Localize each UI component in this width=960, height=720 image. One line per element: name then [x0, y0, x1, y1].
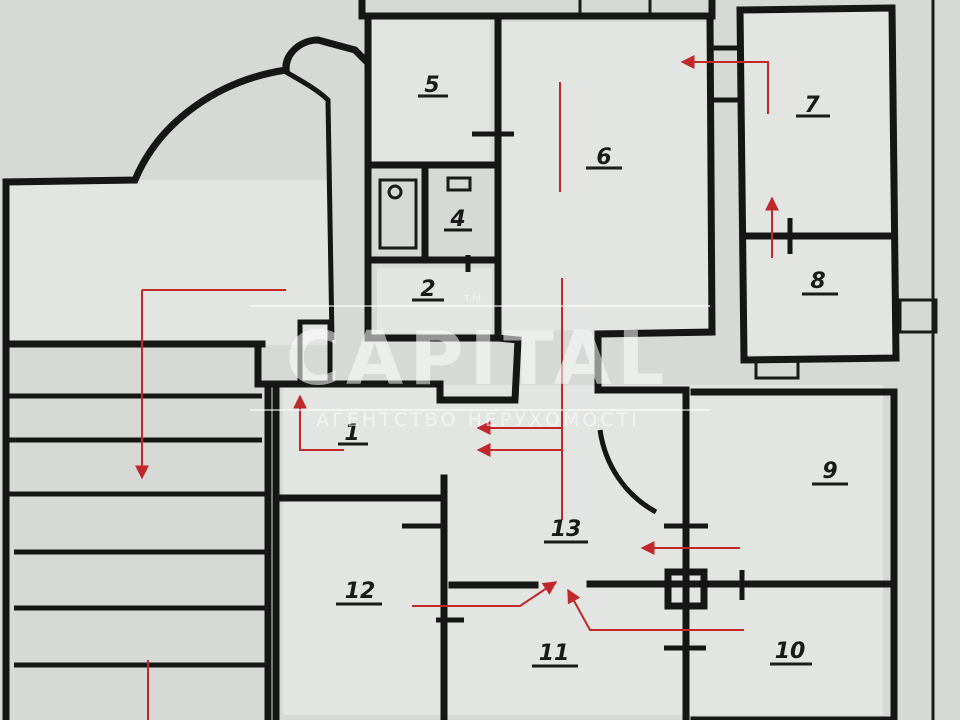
svg-text:8: 8 [810, 269, 825, 294]
walls [2, 0, 938, 720]
svg-text:2: 2 [420, 277, 435, 302]
room-2-label: 2 [412, 277, 444, 302]
room-1-label: 1 [338, 421, 368, 446]
svg-text:11: 11 [539, 641, 570, 666]
watermark: T.M. CAPITAL АГЕНТСТВО НЕРУХОМОСТІ [250, 294, 710, 431]
sink-icon [446, 176, 472, 192]
room-11-label: 11 [532, 641, 578, 668]
bath-fixtures [378, 176, 472, 250]
room-12-label: 12 [336, 579, 382, 606]
svg-text:9: 9 [822, 459, 837, 484]
room-fills [8, 10, 892, 715]
room-labels: 1 2 4 5 6 7 8 9 [336, 73, 848, 668]
room-10-label: 10 [770, 639, 812, 666]
room-6-label: 6 [586, 145, 622, 170]
watermark-brand: CAPITAL [286, 316, 671, 402]
svg-text:5: 5 [424, 73, 439, 98]
room-4-label: 4 [444, 207, 472, 232]
toilet-icon [387, 184, 403, 200]
svg-text:6: 6 [596, 145, 611, 170]
flow-arrows [142, 55, 779, 720]
room-8-label: 8 [802, 269, 838, 296]
room-7-label: 7 [796, 93, 830, 118]
svg-text:12: 12 [345, 579, 376, 604]
svg-text:1: 1 [344, 421, 359, 446]
svg-text:7: 7 [804, 93, 820, 118]
svg-text:4: 4 [449, 207, 465, 232]
room-5-label: 5 [418, 73, 448, 98]
svg-text:13: 13 [551, 517, 582, 542]
room-9-label: 9 [812, 459, 848, 486]
watermark-subtitle: АГЕНТСТВО НЕРУХОМОСТІ [316, 409, 640, 431]
svg-text:10: 10 [775, 639, 806, 664]
room-13-label: 13 [544, 517, 588, 544]
watermark-tm: T.M. [463, 294, 484, 305]
